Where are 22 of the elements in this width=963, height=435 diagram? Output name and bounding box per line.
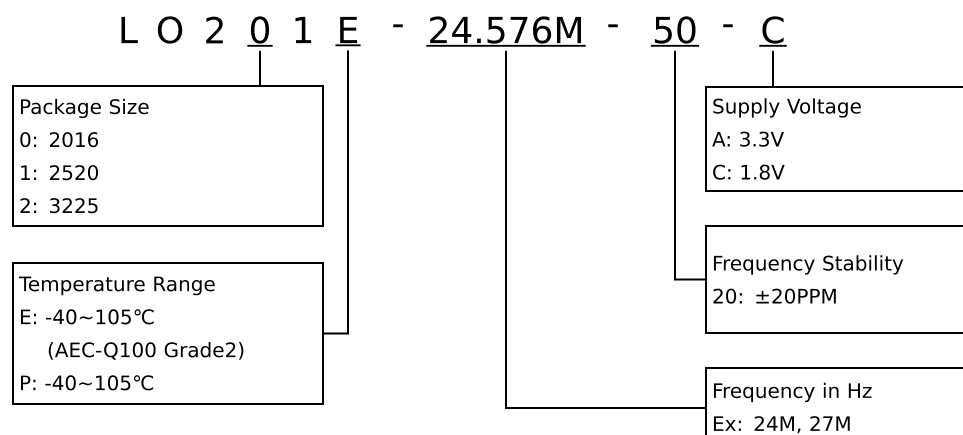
spec-box: Supply Voltage A: 3.3V C: 1.8V (705, 86, 963, 192)
code-segment: C (759, 16, 787, 47)
spec-box: Package Size 0: 2016 1: 2520 2: 3225 (12, 85, 324, 227)
code-segment: 0 (247, 16, 273, 47)
code-character: 1 (296, 16, 312, 44)
code-character: O (158, 16, 182, 44)
leader-line (505, 50, 705, 409)
code-segment: E (335, 16, 361, 46)
leader-line (324, 50, 349, 334)
code-character: - (723, 24, 733, 28)
leader-line (259, 50, 261, 85)
leader-line (674, 50, 705, 280)
code-segment: 50 (650, 16, 700, 47)
spec-box: Temperature Range E: -40~105℃ (AEC-Q100 Grade2) P: -40~105℃ (12, 262, 324, 405)
code-segment: 24.576M (426, 16, 586, 47)
spec-box: Frequency Stability 20: ±20PPM (705, 225, 963, 334)
spec-box: Frequency in Hz Ex: 24M, 27M (705, 367, 963, 435)
leader-line (772, 50, 774, 86)
code-character: - (393, 24, 403, 28)
code-character: 2 (206, 16, 223, 44)
code-character: - (608, 24, 618, 28)
code-character: L (122, 16, 138, 44)
